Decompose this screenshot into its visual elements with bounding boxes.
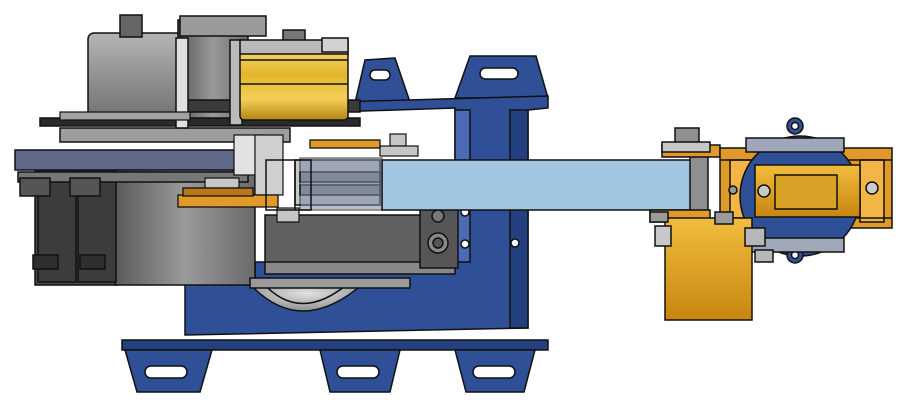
mount-plate-gray [17, 171, 249, 183]
orange-strip [177, 139, 381, 208]
hardware [59, 111, 419, 223]
light-blue-arm [265, 149, 709, 217]
arm-top-knob [661, 127, 711, 153]
servo-top-cap [119, 14, 143, 38]
blue-base-bracket [121, 55, 549, 393]
gold-coil [239, 37, 349, 121]
mount-plate-blue [14, 149, 246, 171]
servo-tab [32, 254, 59, 270]
frame-plate-upper [39, 117, 361, 127]
frame-plate-mid [59, 127, 291, 143]
amber-wrist-servo [649, 211, 774, 321]
bracket-side-strip-right [509, 109, 529, 329]
wrist-inner-servo [728, 164, 879, 218]
servo-tab-4 [69, 177, 101, 197]
metal-strut [175, 37, 189, 129]
bracket-base-flange [121, 339, 549, 351]
servo-tab-2 [79, 254, 106, 270]
servo-top-flange [179, 15, 267, 37]
servo-tab-3 [19, 177, 51, 197]
servo-upper-body [87, 32, 184, 124]
